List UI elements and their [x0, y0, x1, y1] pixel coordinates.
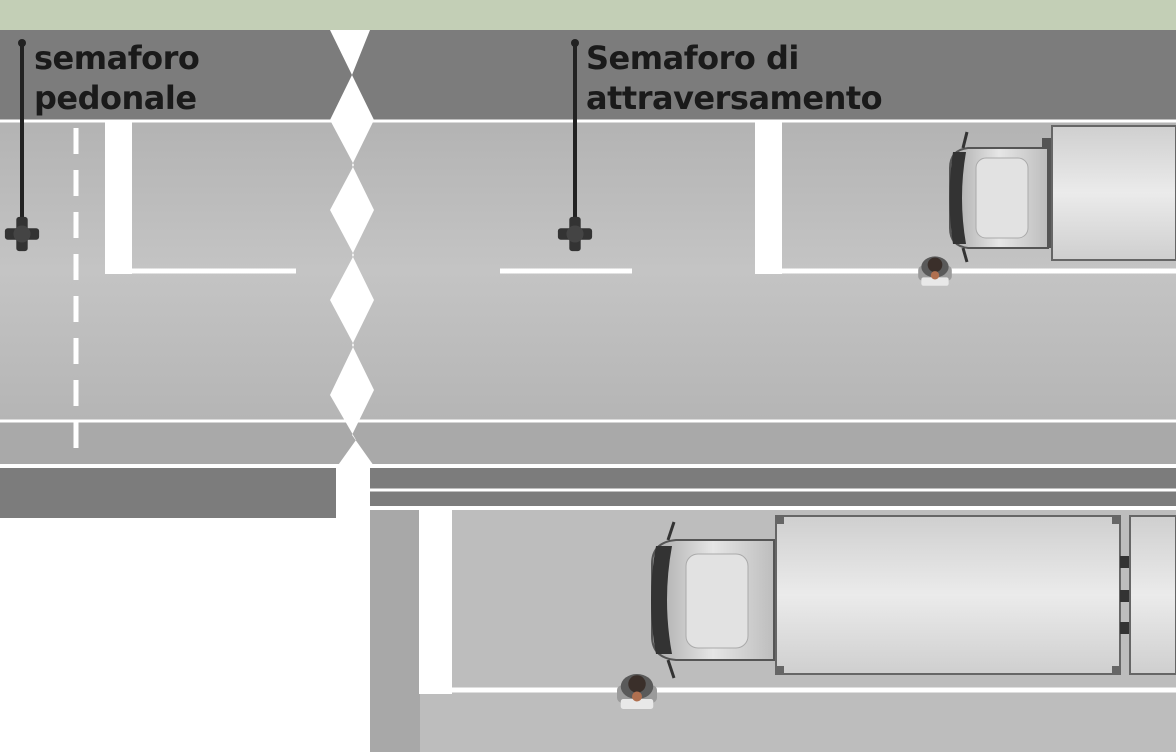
- truck-icon: [651, 515, 1176, 679]
- stop-line-right: [755, 122, 782, 274]
- pedestrian-signal-label-line-1: semaforo: [34, 39, 200, 77]
- stop-line-left: [105, 122, 132, 274]
- pedestrian-signal-label-line-2: pedonale: [34, 79, 197, 117]
- sidewalk-bottom-right: [370, 468, 1176, 506]
- truck-icon: [949, 125, 1176, 263]
- pedestrian-signal-pole-top: [18, 39, 26, 47]
- pedestrian-signal-label: semaforo pedonale: [34, 38, 200, 118]
- sidewalk-bottom-left: [0, 468, 336, 518]
- road-lower-shoulder: [370, 510, 420, 752]
- grass-strip: [0, 0, 1176, 30]
- road-upper-edge-strip: [0, 420, 1176, 466]
- crossing-signal-label-line-2: attraversamento: [586, 79, 883, 117]
- crossing-signal-label: Semaforo di attraversamento: [586, 38, 883, 118]
- crossing-signal-pole-top: [571, 39, 579, 47]
- stop-line-lower: [419, 510, 452, 694]
- crossing-signal-label-line-1: Semaforo di: [586, 39, 799, 77]
- break-line-icon: [330, 30, 374, 520]
- sidewalk-top: [0, 30, 1176, 120]
